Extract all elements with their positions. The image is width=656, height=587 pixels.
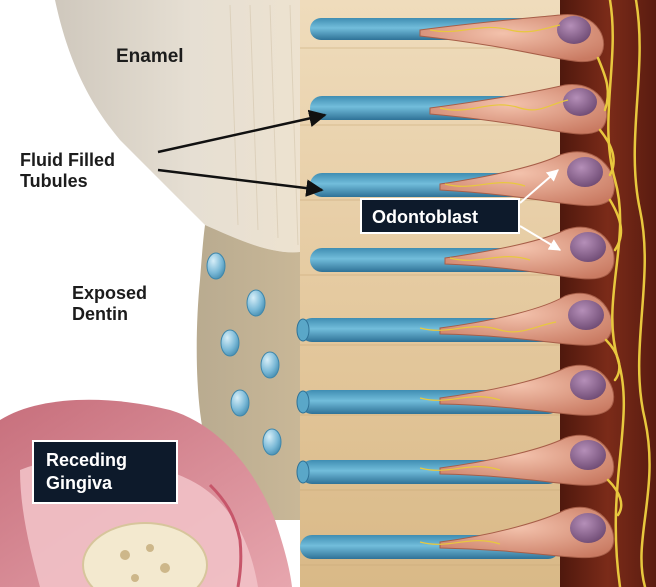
odontoblast-label: Odontoblast xyxy=(360,198,520,234)
fluid-filled-tubules-label: Fluid Filled Tubules xyxy=(20,150,150,191)
receding-gingiva-label: Receding Gingiva xyxy=(32,440,178,504)
enamel-label: Enamel xyxy=(116,46,184,68)
exposed-dentin-label: Exposed Dentin xyxy=(72,283,182,324)
dentin-bands xyxy=(300,0,560,587)
